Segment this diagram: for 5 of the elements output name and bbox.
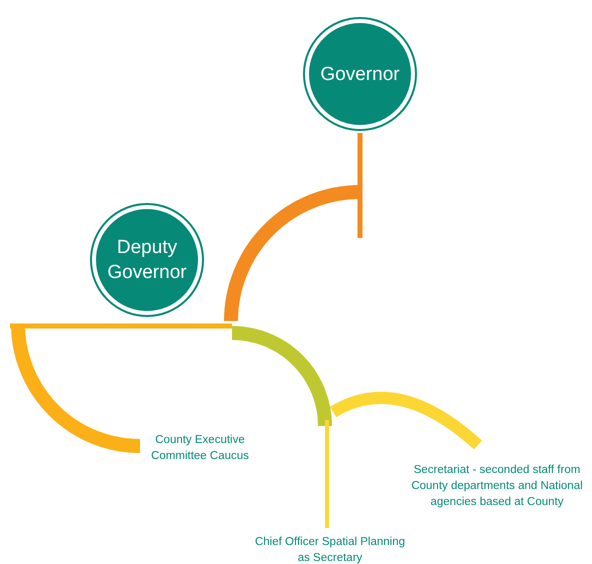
role-label: County Executive Committee Caucus: [150, 433, 250, 464]
role-title: Governor: [319, 62, 401, 86]
role-label: Chief Officer Spatial Planning as Secretary: [254, 535, 406, 564]
role-title: Deputy Governor: [106, 236, 188, 285]
role-label: Secretariat - seconded staff from County departments and National agencies based at County: [410, 463, 584, 510]
